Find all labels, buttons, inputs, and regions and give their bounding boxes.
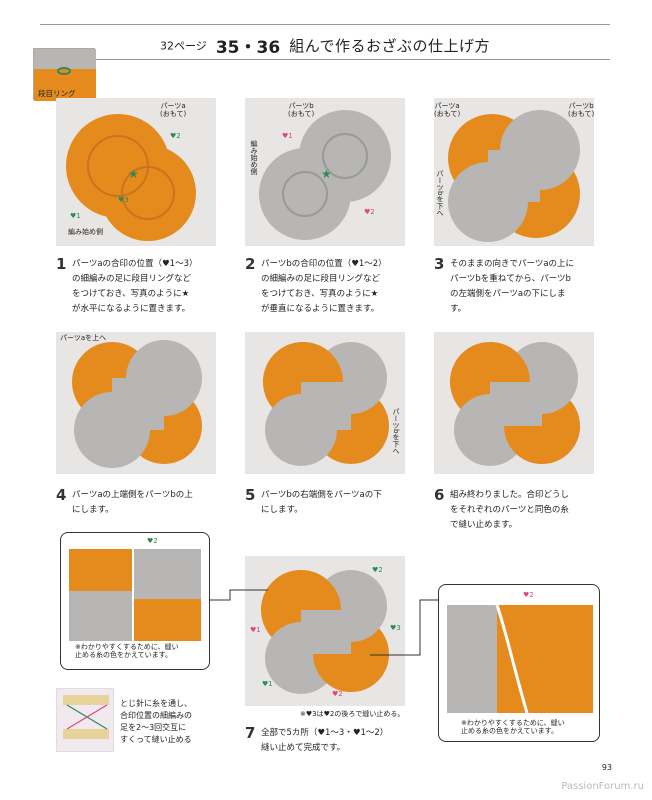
hint-diagram [56,688,114,752]
step3-part-b-label: パーツb (おもて) [568,102,595,119]
step3-number: 3 [434,255,445,273]
step4-text: パーツaの上端側をパーツbの上 にします。 [72,488,193,518]
step7-text: 全部で5カ所（♥1〜3・♥1〜2） 縫い止めて完成です。 [261,726,388,756]
step1-text: パーツaの合印の位置（♥1〜3） の細編みの足に段目リングなど をつけておき、写… [72,257,197,317]
step2-text: パーツbの合印の位置（♥1〜2） の細編みの足に段目リングなど をつけておき、写… [261,257,387,317]
step3-part-a-label: パーツa (おもて) [434,102,461,119]
step5-graphic [263,342,389,466]
left-zoom-box: ♥2 ※わかりやすくするために、縫い 止める糸の色をかえています。 [60,532,210,670]
step1-part-a-label: パーツa (おもて) [160,102,187,119]
step7: 7 全部で5カ所（♥1〜3・♥1〜2） 縫い止めて完成です。 [245,724,425,764]
hint-text: とじ針に糸を通し、 合印位置の細編みの 足を2〜3回交互に すくって縫い止める [120,699,192,744]
step7-photo [245,556,405,706]
step2-heart2: ♥2 [364,208,375,216]
step5-text-body: パーツbの右端側をパーツaの下 にします。 [261,490,382,515]
left-zoom-heart2: ♥2 [147,537,158,545]
step7-pink-heart1: ♥1 [250,626,261,634]
right-zoom-note: ※わかりやすくするために、縫い 止める糸の色をかえています。 [461,719,565,736]
svg-text:★: ★ [321,167,332,181]
step3-photo [434,98,594,246]
step1-heart2: ♥2 [170,132,181,140]
left-zoom-graphic [69,549,201,641]
step1-text-body: パーツaの合印の位置（♥1〜3） の細編みの足に段目リングなど をつけておき、写… [72,259,198,314]
step7-green-heart3: ♥3 [390,624,401,632]
right-zoom-box: ♥2 ※わかりやすくするために、縫い 止める糸の色をかえています。 [438,584,600,742]
step2-start-label: 編み始め側 [250,140,259,175]
step1-photo: ★ [56,98,216,246]
step6-graphic [450,342,580,466]
step4-photo [56,332,216,474]
step6-text-body: 組み終わりました。合印どうし をそれぞれのパーツと同色の糸 で縫い止めます。 [450,490,570,530]
step5-photo [245,332,405,474]
step7-pink-heart2: ♥2 [332,690,343,698]
step1-number: 1 [56,255,67,273]
step1-heart3: ♥3 [118,196,129,204]
title-text: 組んで作るおざぶの仕上げ方 [289,37,491,55]
page-number: 93 [601,763,612,772]
step6: 6 組み終わりました。合印どうし をそれぞれのパーツと同色の糸 で縫い止めます。 [434,486,604,536]
page-ref: 32ページ [159,39,207,53]
step6-number: 6 [434,486,445,504]
ring-label: 段目リング [38,89,76,98]
step7-green-heart1: ♥1 [262,680,273,688]
step6-text: 組み終わりました。合印どうし をそれぞれのパーツと同色の糸 で縫い止めます。 [450,488,569,533]
step7-text-body: 全部で5カ所（♥1〜3・♥1〜2） 縫い止めて完成です。 [261,728,389,753]
svg-text:★: ★ [128,167,139,181]
step4-number: 4 [56,486,67,504]
step1: 1 パーツaの合印の位置（♥1〜3） の細編みの足に段目リングなど をつけておき… [56,255,226,317]
ring-sample-photo [33,48,96,101]
header-bottom-rule [40,59,610,60]
step3: 3 そのままの向きでパーツaの上に パーツbを重ねてから、パーツb の左端側をパ… [434,255,604,317]
step2-photo: ★ [245,98,405,246]
step3-text-body: そのままの向きでパーツaの上に パーツbを重ねてから、パーツb の左端側をパーツ… [450,259,575,314]
step7-green-heart2: ♥2 [372,566,383,574]
ring-sample-graphic [34,49,96,101]
step4-over-label: パーツaを上へ [60,334,107,342]
sew-note: ※♥3は♥2の後ろで縫い止める。 [300,710,405,718]
step5-text: パーツbの右端側をパーツaの下 にします。 [261,488,382,518]
step4-graphic [72,340,202,468]
step5-number: 5 [245,486,256,504]
step5: 5 パーツbの右端側をパーツaの下 にします。 [245,486,415,526]
hint-graphic [63,695,109,739]
step2-part-b-label: パーツb (おもて) [288,102,315,119]
step4-text-body: パーツaの上端側をパーツbの上 にします。 [72,490,193,515]
watermark: PassionForum.ru [561,781,644,792]
right-zoom-graphic [447,605,593,713]
step2-text-body: パーツbの合印の位置（♥1〜2） の細編みの足に段目リングなど をつけておき、写… [261,259,387,314]
step3-text: そのままの向きでパーツaの上に パーツbを重ねてから、パーツb の左端側をパーツ… [450,257,574,317]
page-title: 32ページ 35・36 組んで作るおざぶの仕上げ方 [40,33,610,58]
step2-number: 2 [245,255,256,273]
step1-start-label: 編み始め側 [68,228,103,236]
header-top-rule [40,24,610,25]
step2-heart1: ♥1 [282,132,293,140]
step1-heart1: ♥1 [70,212,81,220]
step7-number: 7 [245,724,256,742]
step3-graphic [448,110,580,242]
step4: 4 パーツaの上端側をパーツbの上 にします。 [56,486,226,526]
step5-under-label: パーツbを下へ [392,408,401,455]
step6-photo [434,332,594,474]
step1-graphic: ★ [66,114,196,241]
pattern-number: 35・36 [215,38,281,58]
right-zoom-heart2: ♥2 [523,591,534,599]
left-zoom-note: ※わかりやすくするために、縫い 止める糸の色をかえています。 [75,643,179,660]
step2: 2 パーツbの合印の位置（♥1〜2） の細編みの足に段目リングなど をつけておき… [245,255,415,317]
step2-graphic: ★ [259,110,391,240]
step7-graphic [261,570,389,694]
step3-under-label: パーツbを下へ [436,170,445,217]
